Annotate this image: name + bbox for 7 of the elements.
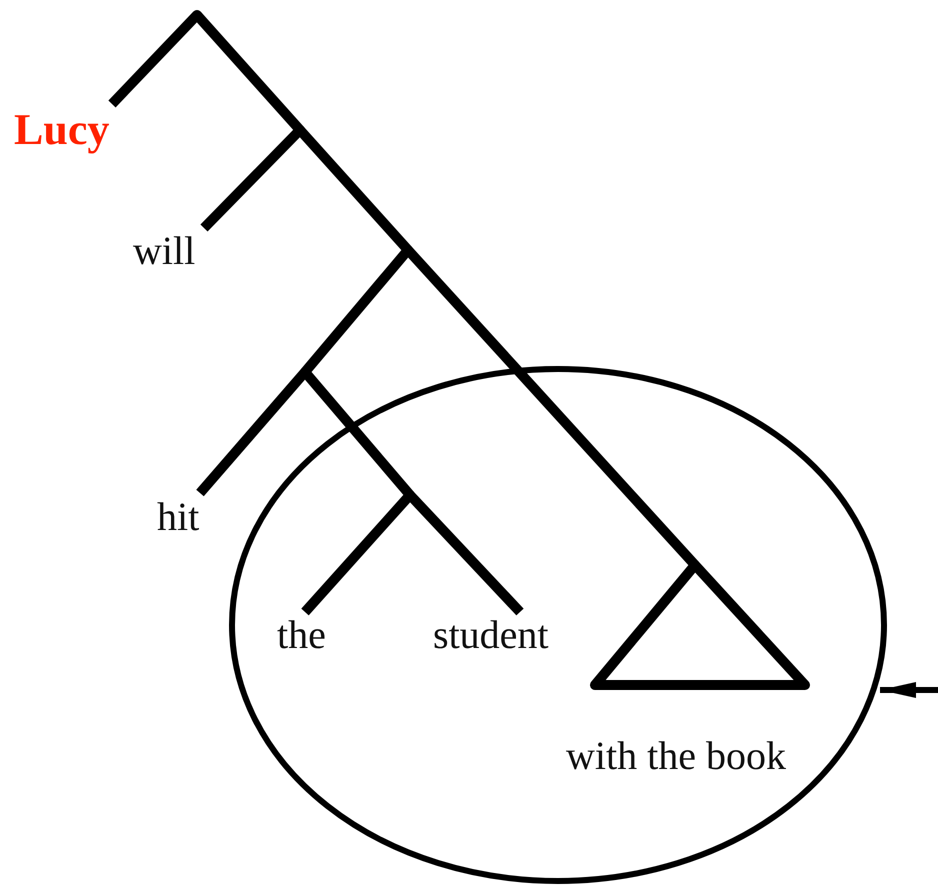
word-label: will bbox=[133, 228, 205, 274]
word-label: Lucy bbox=[14, 105, 124, 155]
word-label: the bbox=[277, 612, 337, 658]
phrase-label: with the book bbox=[566, 733, 786, 779]
arrow bbox=[880, 682, 938, 698]
word-label: student bbox=[433, 612, 573, 658]
word-label: hit bbox=[157, 494, 209, 540]
